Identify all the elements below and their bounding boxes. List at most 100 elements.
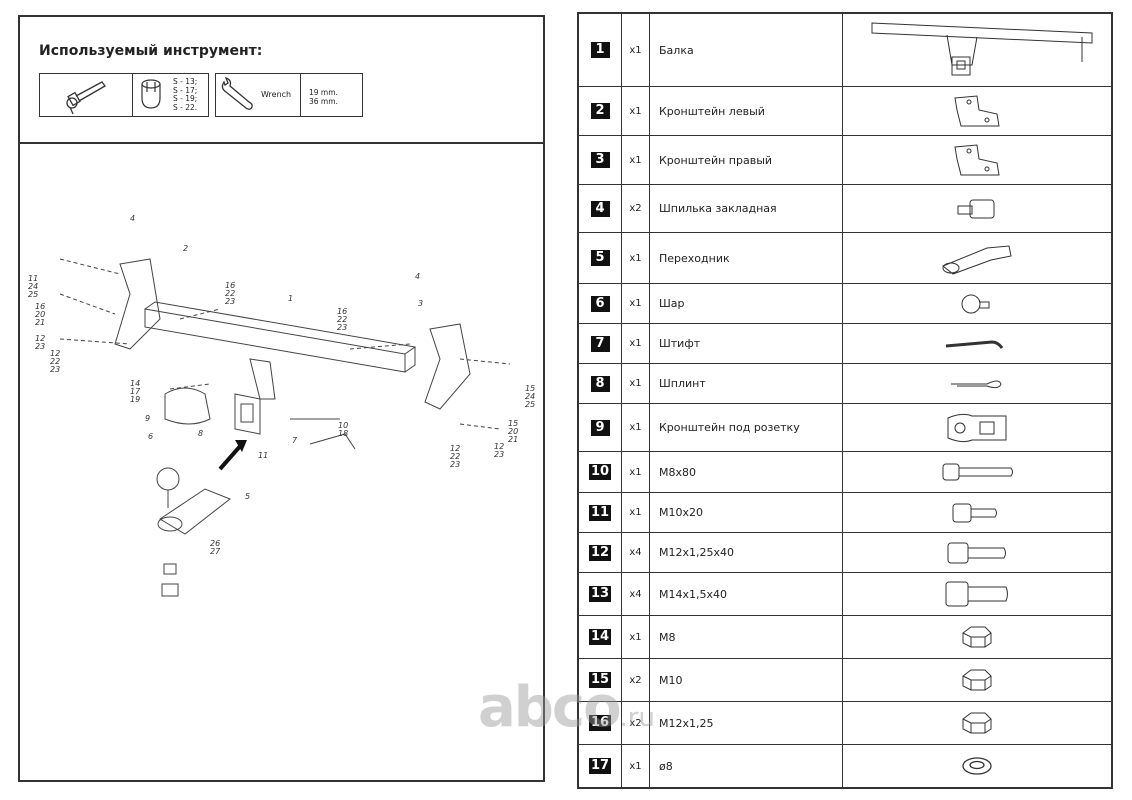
socket-size: S - 22. — [173, 102, 198, 112]
part-callout: 24 — [525, 392, 536, 401]
part-name: M10x20 — [650, 493, 843, 532]
part-number-cell: 13 — [579, 573, 622, 615]
tools-section: Используемый инструмент: S - 13; S - 17;… — [20, 17, 543, 144]
part-number-cell: 15 — [579, 659, 622, 701]
part-number-cell: 17 — [579, 745, 622, 787]
part-number: 2 — [590, 103, 610, 119]
part-callout: 23 — [494, 450, 505, 459]
bolt-short-icon — [843, 493, 1111, 532]
part-callout: 10 — [338, 421, 349, 430]
part-callout: 9 — [145, 414, 151, 423]
part-quantity: x2 — [622, 659, 650, 701]
part-callout: 23 — [35, 342, 46, 351]
part-callout: 12 — [450, 444, 461, 453]
clip-icon — [843, 364, 1111, 403]
part-callout: 16 — [35, 302, 46, 311]
socket-size: S - 17; — [173, 85, 198, 95]
part-callout: 5 — [245, 492, 251, 501]
part-callout: 2 — [183, 244, 189, 253]
socket-size: S - 13; — [173, 77, 198, 86]
part-callout: 3 — [418, 299, 424, 308]
part-number-cell: 5 — [579, 233, 622, 283]
part-callout: 20 — [35, 310, 46, 319]
part-number: 14 — [588, 629, 612, 645]
part-callout: 22 — [225, 289, 236, 298]
nut-icon — [843, 702, 1111, 744]
part-number: 15 — [588, 672, 612, 688]
part-number-cell: 9 — [579, 404, 622, 451]
part-number-cell: 4 — [579, 185, 622, 232]
part-name: M12x1,25x40 — [650, 533, 843, 572]
part-number-cell: 11 — [579, 493, 622, 532]
part-callout: 19 — [130, 395, 141, 404]
part-callout: 23 — [50, 365, 61, 374]
part-callout: 11 — [258, 451, 269, 460]
part-quantity: x2 — [622, 702, 650, 744]
part-quantity: x4 — [622, 533, 650, 572]
part-number: 17 — [588, 758, 612, 774]
part-callout: 15 — [525, 384, 536, 393]
part-number: 6 — [590, 295, 610, 312]
part-number: 9 — [590, 419, 610, 436]
part-callout: 7 — [292, 436, 298, 445]
part-callout: 20 — [508, 427, 519, 436]
part-number: 13 — [588, 586, 612, 602]
part-callout: 8 — [198, 429, 204, 438]
part-callout: 22 — [50, 357, 61, 366]
wrench-cell: Wrench — [216, 74, 301, 116]
part-number: 11 — [588, 504, 612, 521]
part-callout: 6 — [148, 432, 154, 441]
part-callout: 1 — [288, 294, 294, 303]
part-callout: 4 — [130, 214, 136, 223]
part-quantity: x1 — [622, 233, 650, 283]
part-number-cell: 10 — [579, 452, 622, 492]
part-name: Кронштейн правый — [650, 136, 843, 184]
part-callout: 23 — [450, 460, 461, 469]
part-quantity: x1 — [622, 745, 650, 787]
part-number-cell: 1 — [579, 14, 622, 86]
part-callout: 23 — [337, 323, 348, 332]
part-quantity: x1 — [622, 87, 650, 135]
part-name: Шпилька закладная — [650, 185, 843, 232]
nut-icon — [843, 616, 1111, 658]
instructions-panel: Используемый инструмент: S - 13; S - 17;… — [18, 15, 545, 782]
part-callout: 21 — [508, 435, 519, 444]
part-name: Балка — [650, 14, 843, 86]
part-callout: 4 — [415, 272, 421, 281]
part-number: 3 — [590, 152, 610, 168]
ball-icon — [843, 284, 1111, 323]
tool-box-wrench: Wrench 19 mm. 36 mm. — [215, 73, 363, 117]
part-name: Переходник — [650, 233, 843, 283]
part-callout: 15 — [508, 419, 519, 428]
part-callout: 24 — [28, 282, 39, 291]
part-quantity: x2 — [622, 185, 650, 232]
bolt-icon — [843, 533, 1111, 572]
socket-bracket-icon — [843, 404, 1111, 451]
part-callout: 11 — [28, 274, 39, 283]
part-number-cell: 6 — [579, 284, 622, 323]
bolt-big-icon — [843, 573, 1111, 615]
part-callout: 14 — [130, 379, 141, 388]
part-callout: 16 — [337, 307, 348, 316]
part-quantity: x1 — [622, 324, 650, 363]
beam-icon — [843, 14, 1111, 86]
part-quantity: x1 — [622, 284, 650, 323]
part-name: Штифт — [650, 324, 843, 363]
part-callout: 18 — [338, 429, 349, 438]
part-callout: 22 — [337, 315, 348, 324]
pin-icon — [843, 324, 1111, 363]
adapter-icon — [843, 233, 1111, 283]
